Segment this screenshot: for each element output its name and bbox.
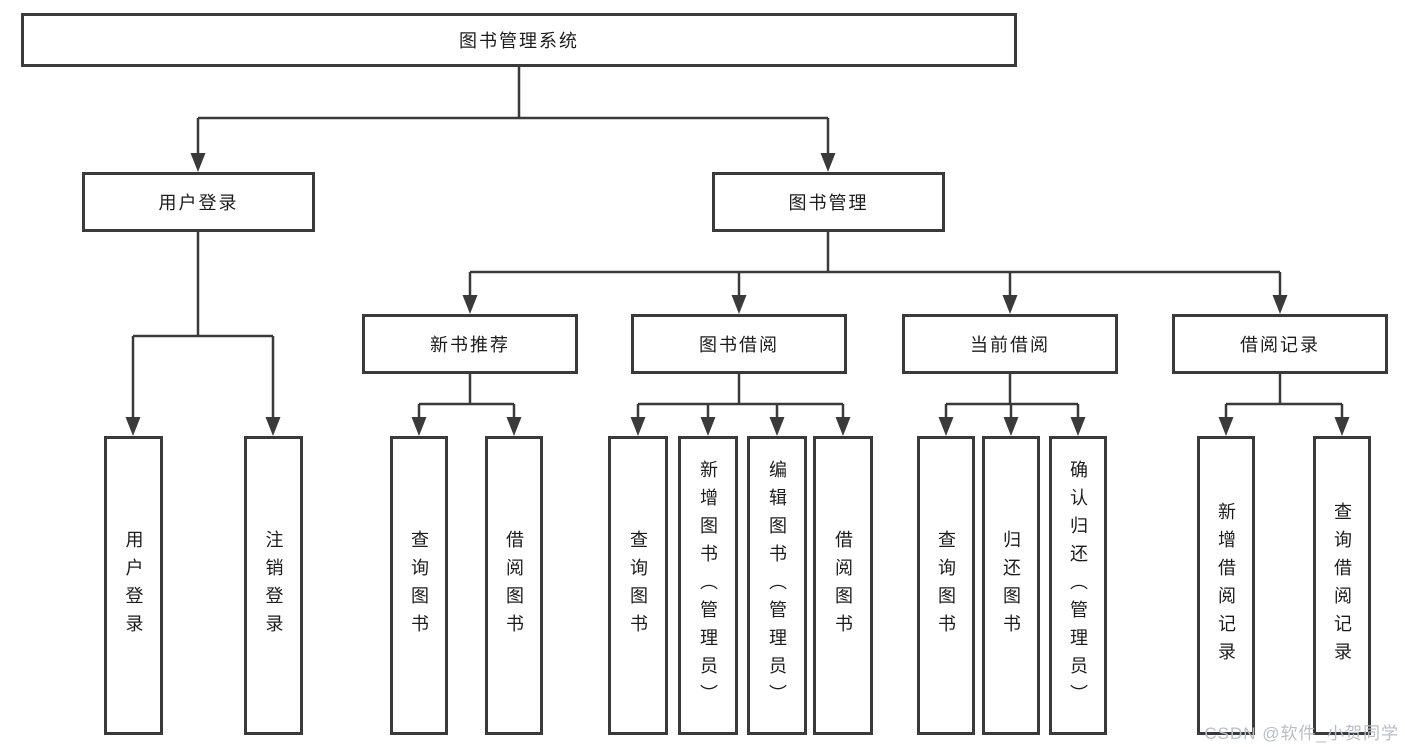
leaf-borrow-edit-books-admin: 编辑图书（管理员） [747,436,807,735]
node-borrow-records: 借阅记录 [1172,314,1388,374]
leaf-user-login: 用户登录 [104,436,163,735]
leaf-label: 查询图书 [409,529,429,642]
node-current-borrow: 当前借阅 [902,314,1118,374]
leaf-borrow-query-books: 查询图书 [608,436,668,735]
leaf-borrow-borrow-books: 借阅图书 [813,436,873,735]
leaf-label: 查询借阅记录 [1332,501,1352,670]
leaf-label: 借阅图书 [504,529,524,642]
leaf-label: 确认归还（管理员） [1068,459,1088,712]
leaf-records-query-record: 查询借阅记录 [1313,436,1371,735]
leaf-borrow-add-books-admin: 新增图书（管理员） [678,436,738,735]
leaf-label: 借阅图书 [833,529,853,642]
node-user-login: 用户登录 [82,172,315,232]
leaf-recommend-query-books: 查询图书 [390,436,448,735]
leaf-current-return-books: 归还图书 [982,436,1040,735]
node-book-management: 图书管理 [712,172,945,232]
leaf-logout: 注销登录 [244,436,303,735]
leaf-label: 查询图书 [936,529,956,642]
watermark: CSDN @软件_小贺同学 [1204,724,1399,743]
node-book-borrow: 图书借阅 [631,314,847,374]
leaf-recommend-borrow-books: 借阅图书 [485,436,543,735]
leaf-records-add-record: 新增借阅记录 [1197,436,1255,735]
leaf-label: 注销登录 [263,529,284,642]
node-new-book-recommend: 新书推荐 [362,314,578,374]
leaf-label: 新增图书（管理员） [698,459,718,712]
leaf-label: 编辑图书（管理员） [767,459,787,712]
leaf-label: 查询图书 [628,529,648,642]
leaf-label: 新增借阅记录 [1216,501,1236,670]
leaf-current-confirm-return-admin: 确认归还（管理员） [1049,436,1107,735]
node-root: 图书管理系统 [21,13,1017,67]
leaf-label: 归还图书 [1001,529,1021,642]
leaf-label: 用户登录 [123,529,144,642]
leaf-current-query-books: 查询图书 [917,436,975,735]
